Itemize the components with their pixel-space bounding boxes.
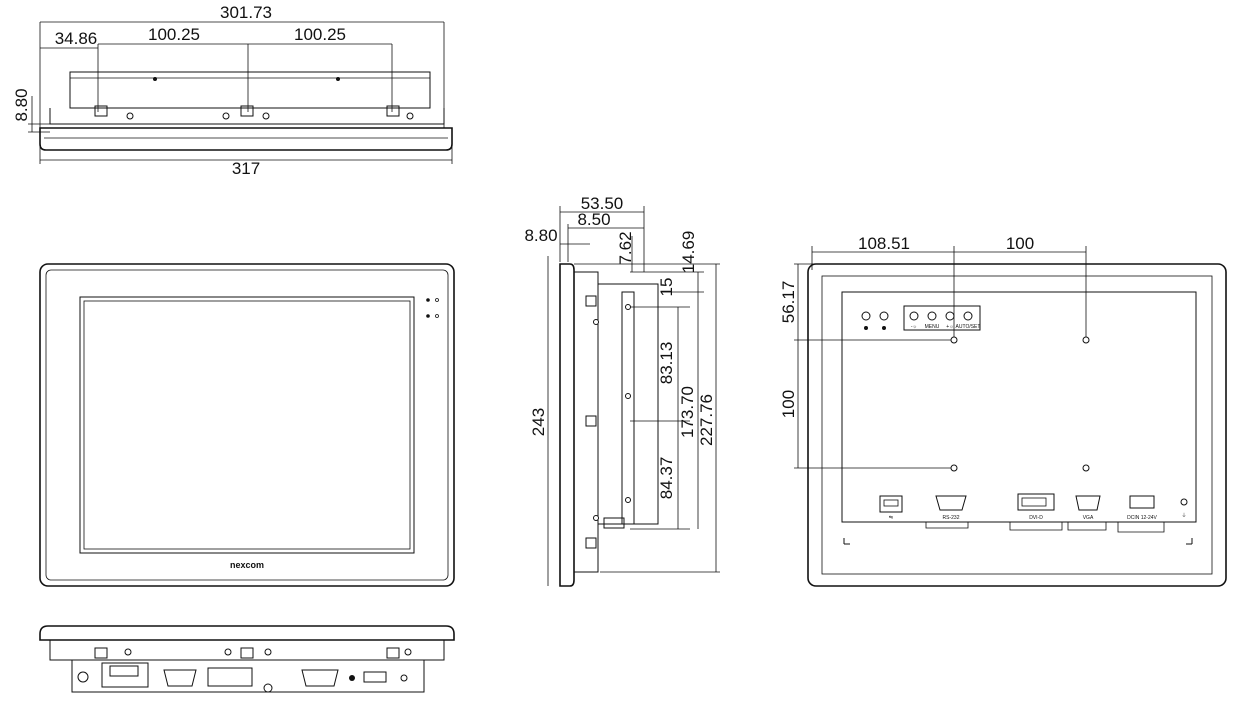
osd-button-brightness-up (945, 311, 955, 321)
side-overall-height-dimension: 243 (529, 408, 548, 436)
side-mount-span-dimension: 173.70 (678, 386, 697, 438)
side-lower-spacing-dimension: 84.37 (657, 457, 676, 500)
usb-icon (363, 671, 387, 683)
dc-in-connector (109, 665, 139, 677)
side-bracket-dimension: 7.62 (616, 231, 635, 264)
ground-screw (1180, 498, 1188, 506)
mount-hole (262, 112, 270, 120)
rear-dimension-lines (794, 246, 1087, 469)
dvi-port (207, 667, 253, 687)
top-overall-dimension: 301.73 (220, 3, 272, 22)
osd-button-auto-set (963, 311, 973, 321)
side-front-dimension: 8.80 (524, 226, 557, 245)
brand-logo: nexcom (230, 560, 264, 570)
mount-hole (126, 112, 134, 120)
bottom-view (39, 625, 455, 693)
vga-port (163, 669, 197, 687)
auto-set-button-label: AUTO/SET (956, 324, 981, 330)
led-icon (426, 314, 430, 318)
dc-in-connector (1129, 495, 1155, 509)
vesa-hole (1082, 336, 1090, 344)
side-top-offset-dimension: 14.69 (679, 231, 698, 274)
vga-label: VGA (1083, 515, 1094, 521)
rs232-label: RS-232 (943, 515, 960, 521)
brightness-icon: -☼ (911, 324, 917, 330)
led-icon (435, 314, 439, 318)
dvi-label: DVI-D (1029, 515, 1043, 521)
led-icon (435, 298, 439, 302)
led-icon (426, 298, 430, 302)
usb-port (879, 495, 903, 513)
mount-hole (406, 112, 414, 120)
side-small-dimension: 15 (657, 278, 676, 297)
osd-button-menu (927, 311, 937, 321)
vesa-hole (950, 464, 958, 472)
led-icon (882, 326, 886, 330)
dc-in-label: DCIN 12-24V (1127, 515, 1157, 521)
power-icon (349, 675, 355, 681)
front-view: nexcom (39, 263, 455, 587)
menu-button-label: MENU (925, 324, 940, 330)
vesa-hole (1082, 464, 1090, 472)
side-view: 53.50 8.50 8.80 7.62 14.69 15 83.13 84.3… (524, 194, 720, 587)
vesa-hole (950, 336, 958, 344)
top-depth-dimension: 8.80 (12, 88, 31, 121)
side-dimension-lines (547, 206, 720, 586)
top-spacing-dimension-2: 100.25 (294, 25, 346, 44)
power-icon (864, 326, 868, 330)
rs232-port (301, 669, 339, 687)
rear-spacing-y-dimension: 100 (779, 390, 798, 418)
mount-hole (222, 112, 230, 120)
brightness-icon: +☼ (946, 324, 954, 330)
usb-icon: ⇋ (889, 515, 893, 521)
top-spacing-dimension-1: 100.25 (148, 25, 200, 44)
top-view: 301.73 34.86 100.25 100.25 317 8.80 (12, 3, 453, 178)
rear-spacing-x-dimension: 100 (1006, 234, 1034, 253)
side-bracket (621, 291, 635, 525)
rear-view: -☼ MENU +☼ AUTO/SET ⇋ RS-232 DVI-D VGA D… (779, 234, 1227, 587)
vga-port (1075, 495, 1101, 511)
status-led-icon (879, 311, 889, 321)
ground-icon: ⏚ (1181, 512, 1186, 519)
rear-offset-x-dimension: 108.51 (858, 234, 910, 253)
top-width-dimension: 317 (232, 159, 260, 178)
top-offset-dimension: 34.86 (55, 29, 98, 48)
osd-button-brightness-down (909, 311, 919, 321)
power-led-icon (861, 311, 871, 321)
rear-offset-y-dimension: 56.17 (779, 281, 798, 324)
side-upper-spacing-dimension: 83.13 (657, 342, 676, 385)
osd-button-panel (903, 305, 981, 331)
ground-icon (77, 671, 89, 683)
side-total-depth-dimension: 53.50 (581, 194, 624, 213)
rs232-port (935, 495, 967, 511)
dvi-port (1017, 493, 1055, 511)
side-body-height-dimension: 227.76 (697, 394, 716, 446)
side-bezel-depth-dimension: 8.50 (577, 210, 610, 229)
